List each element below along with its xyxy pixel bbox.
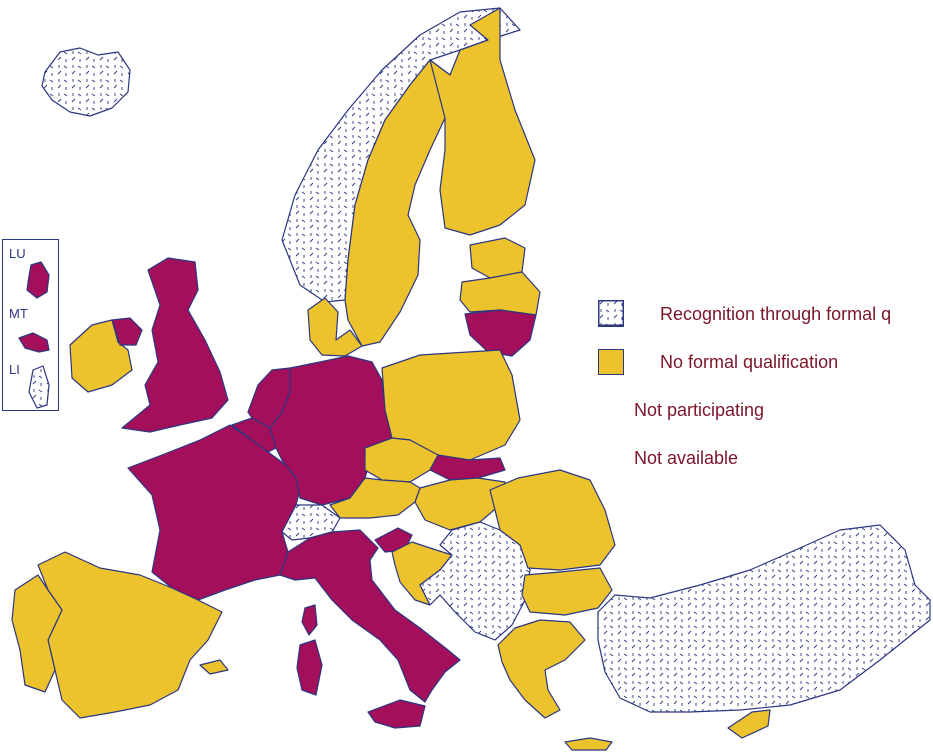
legend-swatch-not-available [598, 300, 624, 326]
inset-label-mt: MT [9, 306, 28, 321]
legend-item-not-participating: Not participating [598, 300, 933, 424]
legend-swatch-no-formal [598, 349, 624, 375]
inset-luxembourg [26, 261, 50, 299]
legend-label-not-available: Not available [634, 447, 739, 468]
country-iceland [41, 47, 131, 117]
legend-label-not-participating: Not participating [634, 399, 765, 420]
country-denmark [307, 297, 363, 357]
island-crete [564, 737, 613, 751]
inset-svg [18, 261, 50, 409]
legend-item-formal: Recognition through formal q [598, 300, 933, 328]
country-estonia [469, 237, 526, 279]
country-italy [279, 529, 461, 703]
inset-malta [18, 332, 50, 353]
country-lithuania [464, 309, 537, 357]
country-switzerland [281, 504, 341, 541]
country-romania [489, 469, 616, 571]
island-sardinia [296, 639, 323, 696]
inset-label-li: LI [9, 362, 20, 377]
country-austria [329, 477, 421, 519]
island-balearic [199, 659, 229, 675]
country-ireland [69, 319, 133, 393]
country-bulgaria [521, 567, 613, 616]
legend-item-no-formal: No formal qualification [598, 348, 933, 376]
map-legend: Recognition through formal q No formal q… [598, 300, 933, 492]
country-northern-ireland [111, 317, 143, 346]
island-sicily [367, 699, 426, 729]
country-latvia [459, 271, 541, 316]
country-cyprus [727, 709, 771, 739]
island-corsica [301, 604, 318, 636]
legend-label-formal: Recognition through formal q [660, 303, 892, 324]
microstate-inset: LU MT LI [2, 239, 59, 411]
legend-item-not-available: Not available [598, 300, 933, 472]
country-united-kingdom [121, 257, 229, 433]
inset-label-lu: LU [9, 246, 26, 261]
country-portugal [11, 574, 63, 693]
country-turkey [597, 524, 931, 713]
country-france [127, 424, 303, 601]
inset-liechtenstein [28, 365, 50, 409]
country-hungary [414, 477, 506, 531]
country-finland [429, 7, 536, 236]
country-greece [497, 619, 586, 719]
legend-label-no-formal: No formal qualification [660, 351, 839, 372]
